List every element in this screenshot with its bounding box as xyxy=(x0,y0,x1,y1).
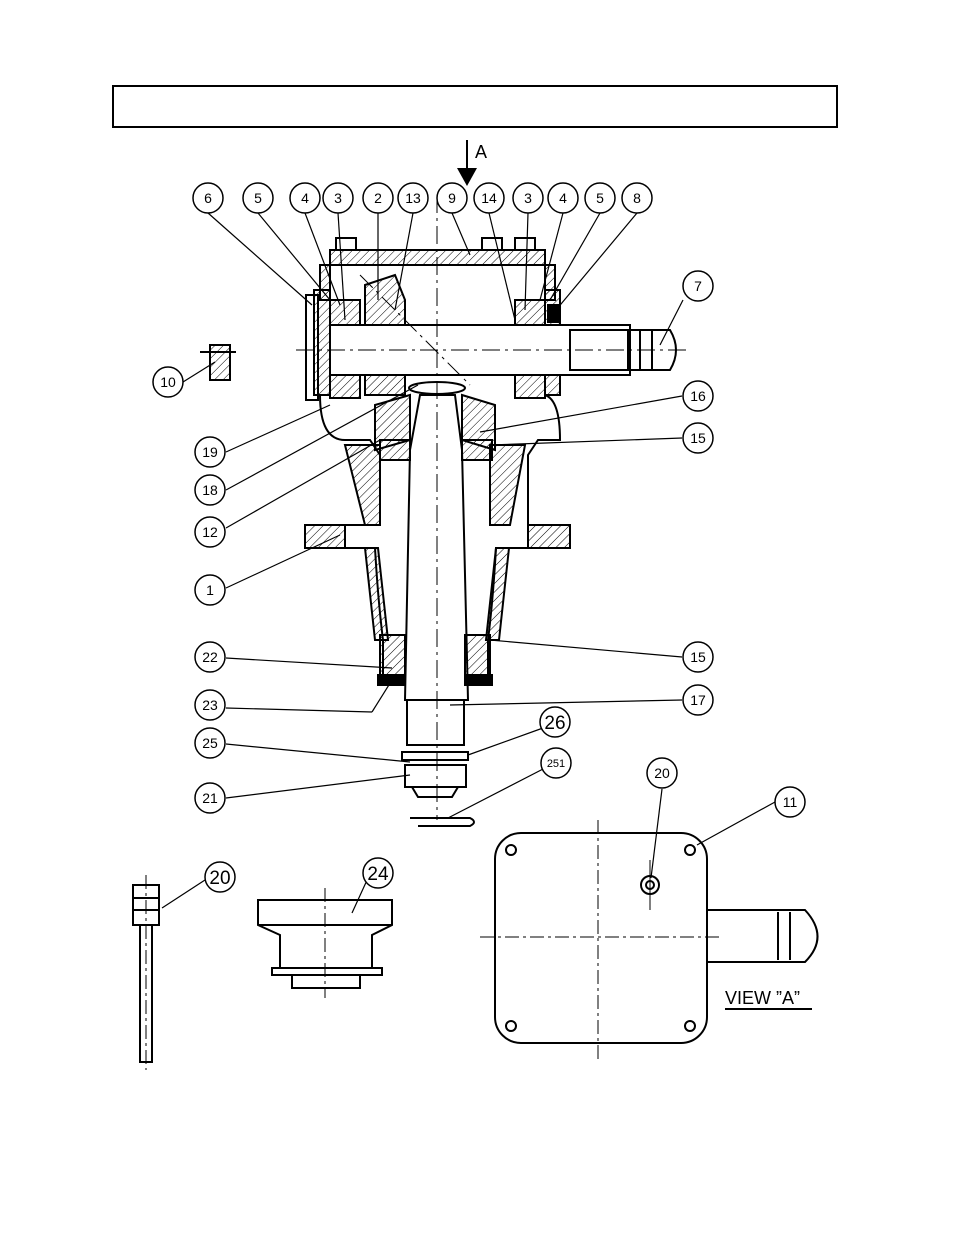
svg-text:13: 13 xyxy=(405,190,421,206)
callout-12: 12 xyxy=(195,517,225,547)
svg-text:7: 7 xyxy=(694,278,702,294)
svg-text:5: 5 xyxy=(596,190,604,206)
svg-text:19: 19 xyxy=(202,444,218,460)
callout-251: 251 xyxy=(541,748,571,778)
svg-text:15: 15 xyxy=(690,430,706,446)
part-20-dipstick xyxy=(133,875,159,1070)
svg-text:21: 21 xyxy=(202,790,218,806)
svg-text:20: 20 xyxy=(654,765,670,781)
callout-26: 26 xyxy=(540,707,570,737)
svg-text:16: 16 xyxy=(690,388,706,404)
view-a-arrow: A xyxy=(457,140,487,186)
callout-24: 24 xyxy=(363,858,393,888)
svg-text:2: 2 xyxy=(374,190,382,206)
callout-23: 23 xyxy=(195,690,225,720)
callout-22: 22 xyxy=(195,642,225,672)
callout-9: 9 xyxy=(437,183,467,213)
callout-10: 10 xyxy=(153,367,183,397)
view-a-arrow-label: A xyxy=(475,142,487,162)
callout-3: 3 xyxy=(323,183,353,213)
svg-text:12: 12 xyxy=(202,524,218,540)
svg-text:4: 4 xyxy=(559,190,567,206)
svg-text:8: 8 xyxy=(633,190,641,206)
callout-16: 16 xyxy=(683,381,713,411)
callout-4b: 4 xyxy=(548,183,578,213)
svg-text:26: 26 xyxy=(544,713,565,734)
svg-text:20: 20 xyxy=(209,868,230,889)
callout-3b: 3 xyxy=(513,183,543,213)
svg-text:17: 17 xyxy=(690,692,706,708)
callout-21: 21 xyxy=(195,783,225,813)
svg-text:10: 10 xyxy=(160,374,176,390)
svg-text:5: 5 xyxy=(254,190,262,206)
svg-text:3: 3 xyxy=(334,190,342,206)
callout-7: 7 xyxy=(683,271,713,301)
callouts: 6 5 4 3 2 13 9 14 3 4 5 8 7 16 15 15 17 … xyxy=(153,183,805,892)
callout-13: 13 xyxy=(398,183,428,213)
svg-text:6: 6 xyxy=(204,190,212,206)
svg-text:22: 22 xyxy=(202,649,218,665)
svg-text:251: 251 xyxy=(547,758,565,770)
svg-text:14: 14 xyxy=(481,190,497,206)
view-a-caption: VIEW ”A” xyxy=(725,988,800,1008)
callout-2: 2 xyxy=(363,183,393,213)
svg-text:23: 23 xyxy=(202,697,218,713)
svg-text:4: 4 xyxy=(301,190,309,206)
callout-25: 25 xyxy=(195,728,225,758)
callout-15: 15 xyxy=(683,423,713,453)
callout-18: 18 xyxy=(195,475,225,505)
svg-text:11: 11 xyxy=(783,794,798,810)
callout-20-dipstick: 20 xyxy=(205,862,235,892)
part-24-adapter xyxy=(258,888,392,998)
callout-17: 17 xyxy=(683,685,713,715)
callout-14: 14 xyxy=(474,183,504,213)
svg-text:15: 15 xyxy=(690,649,706,665)
gearbox-section xyxy=(200,238,676,826)
callout-1: 1 xyxy=(195,575,225,605)
callout-6: 6 xyxy=(193,183,223,213)
svg-text:25: 25 xyxy=(202,735,218,751)
callout-5b: 5 xyxy=(585,183,615,213)
callout-20-view-a: 20 xyxy=(647,758,677,788)
leader-lines xyxy=(162,213,775,913)
callout-4: 4 xyxy=(290,183,320,213)
svg-text:9: 9 xyxy=(448,190,456,206)
view-a-drawing xyxy=(480,820,818,1060)
callout-11: 11 xyxy=(775,787,805,817)
svg-text:18: 18 xyxy=(202,482,218,498)
callout-19: 19 xyxy=(195,437,225,467)
svg-text:24: 24 xyxy=(367,864,389,885)
svg-text:3: 3 xyxy=(524,190,532,206)
callout-5: 5 xyxy=(243,183,273,213)
svg-text:1: 1 xyxy=(206,582,214,598)
callout-8: 8 xyxy=(622,183,652,213)
callout-15b: 15 xyxy=(683,642,713,672)
